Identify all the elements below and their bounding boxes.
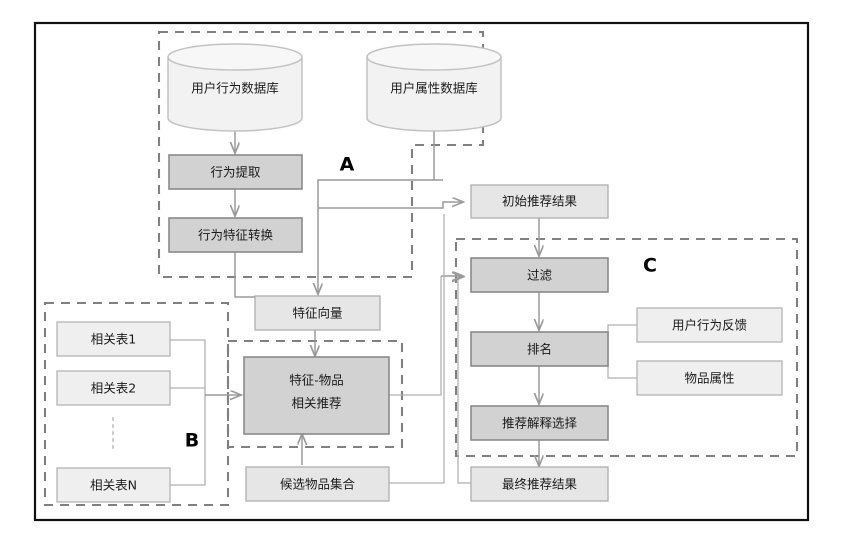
node-user-behavior-db[interactable]: 用户行为数据库	[167, 43, 303, 132]
node-behavior-feature-transform[interactable]: 行为特征转换	[168, 217, 303, 253]
connector-recommend-to-filter-path	[389, 276, 442, 396]
node-rec-explanation-choice[interactable]: 推荐解释选择	[470, 405, 609, 441]
connector-itemattr-bus	[607, 348, 637, 379]
outer-frame	[33, 21, 810, 522]
node-behavior-extraction[interactable]: 行为提取	[168, 154, 303, 190]
group-c-letter: C	[643, 255, 657, 277]
node-candidate-item-set[interactable]: 候选物品集合	[245, 466, 390, 502]
node-related-table-2[interactable]: 相关表2	[56, 370, 171, 406]
node-related-table-n[interactable]: 相关表N	[56, 467, 171, 503]
connector-to-initial-result	[318, 202, 463, 209]
group-a-boundary	[157, 30, 485, 279]
group-b-boundary	[43, 301, 230, 507]
connector-tablen-bus	[170, 395, 206, 486]
node-filter[interactable]: 过滤	[470, 257, 609, 293]
node-item-attribute[interactable]: 物品属性	[636, 360, 783, 396]
node-final-rec-result[interactable]: 最终推荐结果	[470, 466, 609, 502]
group-a-letter: A	[340, 154, 355, 176]
connector-candidate-bus	[389, 214, 445, 484]
connector-transform-to-vector	[234, 252, 262, 298]
node-user-attribute-db[interactable]: 用户属性数据库	[366, 43, 502, 132]
connector-table1-bus	[170, 339, 206, 395]
node-user-behavior-feedback[interactable]: 用户行为反馈	[636, 307, 783, 343]
node-feature-vector[interactable]: 特征向量	[254, 295, 381, 331]
group-c-boundary	[454, 237, 799, 458]
node-feature-item-recommendation[interactable]: 特征-物品 相关推荐	[243, 356, 390, 435]
group-center-boundary	[226, 339, 404, 449]
connector-final-loop	[457, 277, 471, 484]
node-related-table-1[interactable]: 相关表1	[56, 321, 171, 357]
connector-attrdb-to-vector	[318, 179, 434, 294]
connector-feedback-bus	[607, 324, 637, 348]
node-ranking[interactable]: 排名	[470, 331, 609, 367]
group-b-letter: B	[185, 430, 199, 452]
node-initial-rec-result[interactable]: 初始推荐结果	[470, 184, 609, 219]
